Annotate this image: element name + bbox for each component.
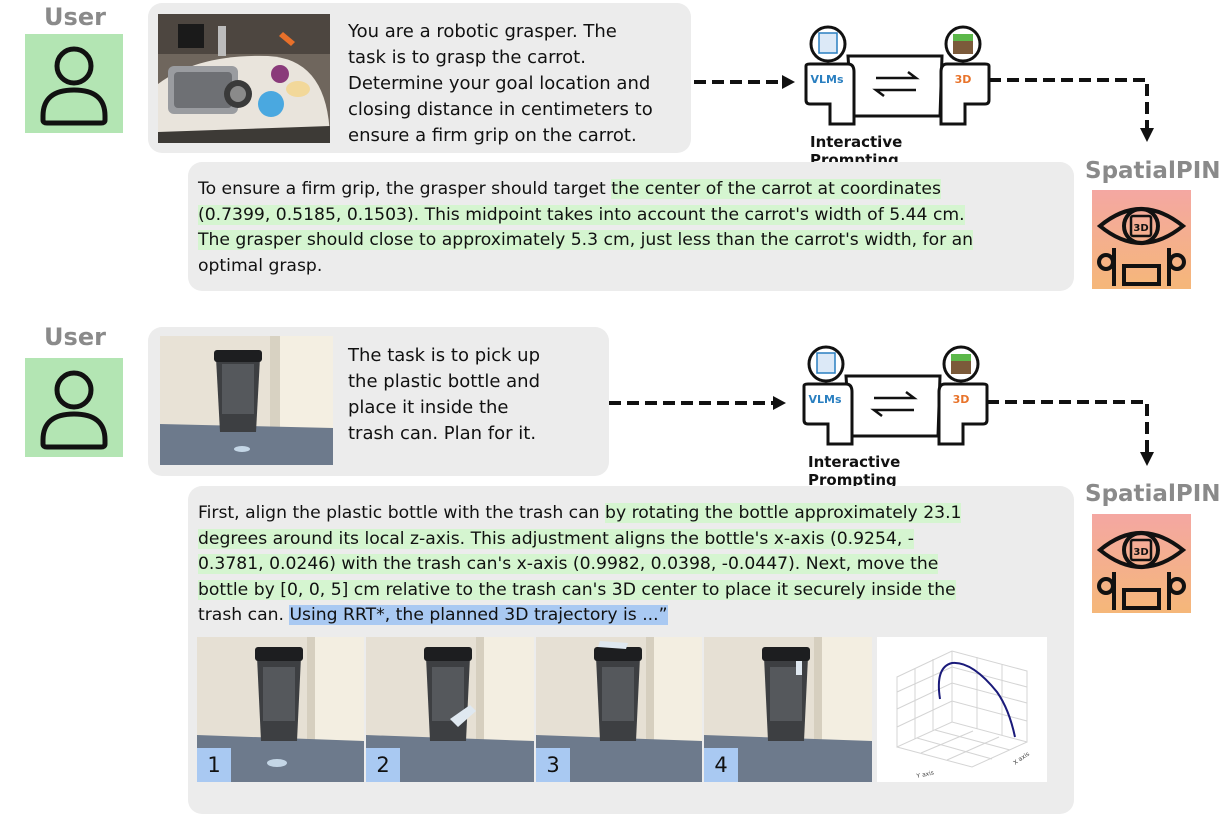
plot-axis-label: Y axis bbox=[915, 769, 935, 780]
threed-label: 3D bbox=[953, 393, 970, 406]
threed-label: 3D bbox=[955, 73, 972, 86]
prompt-text-1: You are a robotic grasper. The task is t… bbox=[348, 19, 688, 149]
prompt-line: The task is to pick up bbox=[348, 345, 541, 366]
interactive-prompting-caption: Interactive Prompting bbox=[808, 453, 901, 489]
user-avatar-2 bbox=[25, 358, 123, 457]
prompt-line: closing distance in centimeters to bbox=[348, 99, 653, 120]
dashed-arrow-down-2 bbox=[987, 400, 1154, 466]
prompt-line: ensure a firm grip on the carrot. bbox=[348, 125, 637, 146]
vlm-3d-interaction-icon: VLMs 3D bbox=[804, 25, 991, 126]
user-avatar-1 bbox=[25, 34, 123, 133]
user-label-2: User bbox=[44, 323, 106, 351]
svg-text:3D: 3D bbox=[1133, 223, 1148, 234]
spatialpin-label-1: SpatialPIN bbox=[1085, 158, 1219, 184]
response-highlight: 0.3781, 0.0246) with the trash can's x-a… bbox=[198, 554, 939, 575]
response-highlight: The grasper should close to approximatel… bbox=[198, 230, 974, 251]
response-highlight: the center of the carrot at coordinates bbox=[611, 179, 941, 199]
scene-image-trashcan bbox=[160, 336, 333, 465]
trajectory-frame-2: 2 bbox=[366, 637, 534, 782]
dashed-arrow-down-1 bbox=[989, 78, 1154, 142]
prompt-line: Determine your goal location and bbox=[348, 73, 651, 94]
response-segment: First, align the plastic bottle with the… bbox=[198, 503, 606, 523]
response-highlight: (0.7399, 0.5185, 0.1503). This midpoint … bbox=[198, 204, 965, 225]
prompt-line: trash can. Plan for it. bbox=[348, 423, 537, 444]
response-text-2: First, align the plastic bottle with the… bbox=[198, 501, 1068, 629]
spatialpin-label-2: SpatialPIN bbox=[1085, 481, 1219, 507]
trajectory-frame-1: 1 bbox=[197, 637, 364, 782]
vlm-label: VLMs bbox=[810, 73, 843, 86]
dashed-arrow-right-2 bbox=[609, 396, 786, 410]
user-icon bbox=[40, 370, 108, 450]
prompt-line: You are a robotic grasper. The bbox=[348, 21, 617, 42]
vlm-label: VLMs bbox=[808, 393, 841, 406]
response-highlight: by rotating the bottle approximately 23.… bbox=[605, 503, 962, 523]
response-highlight: bottle by [0, 0, 5] cm relative to the t… bbox=[198, 579, 956, 600]
plot-axis-label: X axis bbox=[1012, 751, 1031, 767]
frame-number: 2 bbox=[366, 748, 400, 782]
vlm-3d-interaction-icon: VLMs 3D bbox=[802, 345, 989, 446]
response-text-1: To ensure a firm grip, the grasper shoul… bbox=[198, 177, 1068, 279]
frame-number: 3 bbox=[536, 748, 570, 782]
spatialpin-logo-2: 3D bbox=[1092, 514, 1191, 613]
trajectory-3d-plot: Y axis X axis bbox=[877, 637, 1047, 782]
response-highlight: degrees around its local z-axis. This ad… bbox=[198, 528, 914, 549]
frame-number: 4 bbox=[704, 748, 738, 782]
prompt-line: the plastic bottle and bbox=[348, 371, 540, 392]
prompt-line: place it inside the bbox=[348, 397, 509, 418]
robot-eye-icon: 3D bbox=[1096, 207, 1187, 286]
prompt-line: task is to grasp the carrot. bbox=[348, 47, 586, 68]
robot-eye-icon: 3D bbox=[1096, 531, 1187, 610]
trajectory-frame-3: 3 bbox=[536, 637, 702, 782]
interactive-prompting-diagram-1: VLMs 3D Interactive Prompting bbox=[800, 20, 995, 169]
response-segment: To ensure a firm grip, the grasper shoul… bbox=[198, 179, 612, 199]
response-segment: trash can. bbox=[198, 605, 290, 626]
response-highlight-blue: Using RRT*, the planned 3D trajectory is… bbox=[289, 605, 668, 626]
prompt-text-2: The task is to pick up the plastic bottl… bbox=[348, 343, 598, 447]
response-segment: optimal grasp. bbox=[198, 255, 323, 276]
frame-number: 1 bbox=[197, 748, 231, 782]
user-label-1: User bbox=[44, 3, 106, 31]
dashed-arrow-right-1 bbox=[694, 75, 795, 89]
trajectory-frame-4: 4 bbox=[704, 637, 872, 782]
user-icon bbox=[40, 46, 108, 126]
interactive-prompting-diagram-2: VLMs 3D Interactive Prompting bbox=[798, 340, 993, 489]
spatialpin-logo-1: 3D bbox=[1092, 190, 1191, 289]
scene-image-kitchen bbox=[158, 14, 330, 143]
svg-text:3D: 3D bbox=[1133, 547, 1148, 558]
